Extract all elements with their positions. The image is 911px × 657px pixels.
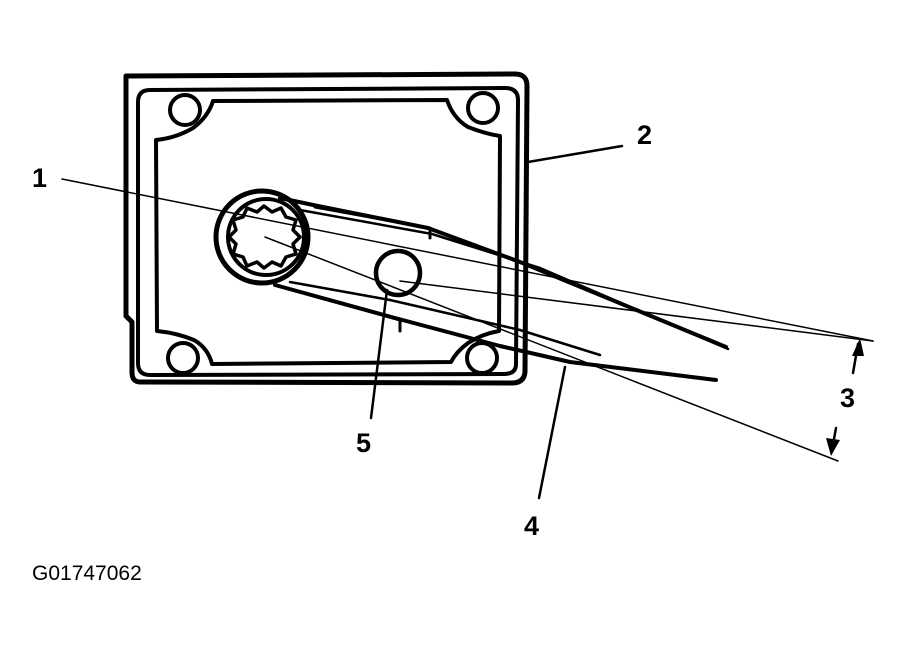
callout-4: 4 xyxy=(524,511,540,541)
arrowhead-up xyxy=(852,338,864,356)
lever-upper-outline xyxy=(278,196,728,349)
housing-inner-panel xyxy=(154,98,502,366)
boss-bottom-left xyxy=(166,341,200,375)
callout-3: 3 xyxy=(840,383,856,413)
boss-top-right xyxy=(466,91,500,125)
leader-4 xyxy=(537,365,567,500)
splined-shaft xyxy=(227,204,302,270)
reference-line-upper xyxy=(61,178,874,342)
lever-tab-top xyxy=(313,205,432,240)
figure-code: G01747062 xyxy=(32,562,142,585)
lever-inner-edge-bottom xyxy=(288,280,602,357)
angle-arrowheads xyxy=(826,338,864,456)
lever-tab-bottom xyxy=(308,293,402,333)
leader-2 xyxy=(526,144,624,164)
boss-top-left xyxy=(168,93,202,127)
shaft-hub-outer xyxy=(213,188,311,286)
callout-1: 1 xyxy=(32,163,48,193)
callout-2: 2 xyxy=(637,120,653,150)
reference-line-lower xyxy=(264,236,839,462)
leader-5 xyxy=(369,288,389,420)
lever-inner-edge-top xyxy=(298,208,730,351)
angle-ref-short xyxy=(399,280,874,342)
arrowhead-down xyxy=(826,438,840,456)
mounting-bosses xyxy=(166,91,500,375)
callout-5: 5 xyxy=(356,428,372,458)
boss-bottom-right xyxy=(465,341,499,375)
pin xyxy=(373,248,423,298)
housing-outer-body xyxy=(123,71,530,386)
housing-face-plate xyxy=(136,86,520,377)
reference-lines xyxy=(61,178,874,462)
leader-lines xyxy=(369,144,624,500)
